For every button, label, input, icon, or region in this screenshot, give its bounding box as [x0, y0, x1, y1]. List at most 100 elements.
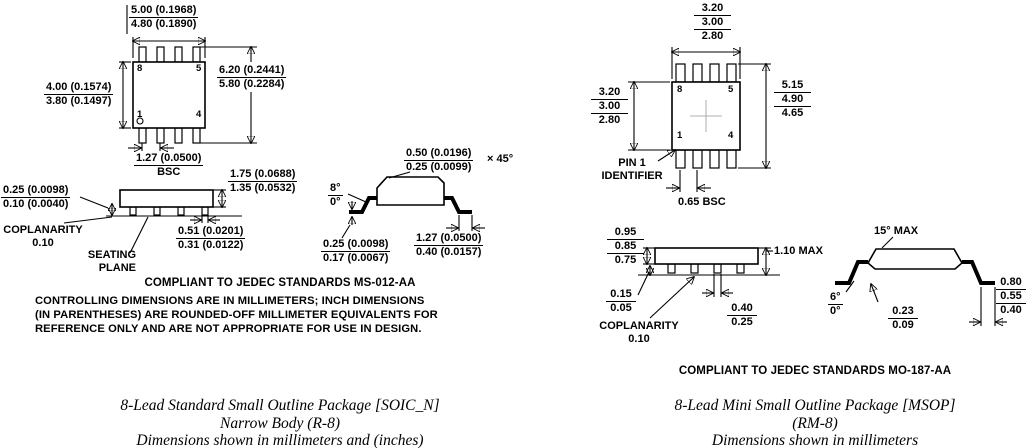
soic-compliance-note: COMPLIANT TO JEDEC STANDARDS MS-012-AA: [144, 277, 416, 289]
soic-pitch-dim: 1.27 (0.0500) BSC: [134, 152, 204, 178]
dim-value-mm: 0.17 (0.0067): [323, 252, 389, 264]
dim-value-mm: 0.09: [892, 319, 914, 331]
msop-lead-thickness-dim: 0.23 0.09: [888, 305, 918, 331]
soic-note-line-1: CONTROLLING DIMENSIONS ARE IN MILLIMETER…: [35, 295, 425, 307]
soic-caption-units: Dimensions shown in millimeters and (inc…: [136, 432, 424, 448]
dim-value-mm: 0.55: [996, 290, 1026, 304]
soic-lead-angle-dim: 8° 0°: [328, 182, 343, 208]
dim-value-mm: 1.27 (0.0500): [134, 152, 204, 166]
msop-end-view: [835, 236, 1007, 326]
dim-value-mm: 5.80 (0.2284): [219, 78, 285, 90]
dim-value-mm: 3.20: [591, 86, 628, 100]
dim-value-mm: 0.80: [996, 276, 1026, 290]
dim-value-mm: 0.10 (0.0040): [3, 198, 69, 210]
dim-value-mm: 4.90: [774, 93, 811, 107]
dim-value-mm: 0.25 (0.0098): [1, 184, 71, 198]
soic-lead-thickness-dim: 0.25 (0.0098) 0.17 (0.0067): [321, 238, 391, 264]
msop-body-width-dim: 3.20 3.00 2.80: [694, 2, 731, 42]
dim-value-mm: 0.05: [610, 302, 632, 314]
dim-angle: 0°: [330, 196, 341, 208]
soic-lead-width-dim: 0.51 (0.0201) 0.31 (0.0122): [176, 225, 246, 251]
soic-coplanarity-dim: 0.25 (0.0098) 0.10 (0.0040): [1, 184, 71, 210]
dim-value-mm: 0.50 (0.0196): [404, 147, 474, 161]
dim-value-mm: 0.75: [614, 254, 637, 266]
dim-value-mm: 3.00: [694, 16, 731, 30]
soic-pin8-label: 8: [137, 63, 143, 74]
msop-lead-width-dim: 0.40 0.25: [727, 302, 757, 328]
msop-body-thickness-dim: 0.95 0.85 0.75: [607, 226, 644, 266]
msop-pin1-identifier-label: PIN 1 IDENTIFIER: [600, 157, 664, 183]
coplanarity-text: COPLANARITY: [3, 224, 83, 236]
coplanarity-value: 0.10: [32, 237, 54, 249]
msop-height-max-dim: 1.10 MAX: [774, 245, 823, 257]
msop-caption-units: Dimensions shown in millimeters: [711, 432, 919, 448]
soic-end-view: [341, 171, 485, 239]
dim-value-mm: 2.80: [598, 114, 621, 126]
msop-pin1-label: 1: [677, 130, 683, 141]
soic-caption-body: Narrow Body (R-8): [220, 415, 340, 432]
dim-value-mm: 0.23: [888, 305, 918, 319]
msop-top-view: [628, 47, 771, 192]
dim-value-mm: 2.80: [701, 30, 724, 42]
msop-compliance-note: COMPLIANT TO JEDEC STANDARDS MO-187-AA: [678, 365, 952, 377]
soic-seating-plane-label: SEATING PLANE: [78, 249, 136, 275]
soic-body-height-dim: 4.00 (0.1574) 3.80 (0.1497): [44, 81, 114, 107]
dim-value-mm: 4.65: [781, 107, 804, 119]
soic-pin1-label: 1: [137, 109, 143, 120]
dim-value-mm: 1.35 (0.0532): [230, 182, 296, 194]
soic-top-view: [119, 5, 257, 151]
msop-caption-body: (RM-8): [792, 415, 838, 432]
dim-angle: 0°: [830, 305, 841, 317]
dim-value-mm: 0.85: [607, 240, 644, 254]
soic-note-line-2: (IN PARENTHESES) ARE ROUNDED-OFF MILLIME…: [35, 309, 438, 321]
msop-lead-angle-dim: 6° 0°: [828, 291, 843, 317]
dim-value-mm: 4.80 (0.1890): [131, 18, 197, 30]
dim-bsc: BSC: [157, 166, 181, 178]
soic-pin1-dot: [136, 117, 144, 125]
msop-standoff-dim: 0.15 0.05: [606, 288, 636, 314]
soic-note-line-3: REFERENCE ONLY AND ARE NOT APPROPRIATE F…: [35, 323, 422, 335]
dim-value-mm: 3.80 (0.1497): [46, 95, 112, 107]
msop-coplanarity-label: COPLANARITY 0.10: [594, 320, 684, 346]
dim-value-mm: 1.75 (0.0688): [228, 168, 298, 182]
msop-caption-title: 8-Lead Mini Small Outline Package [MSOP]: [674, 397, 956, 414]
soic-pin4-label: 4: [196, 109, 202, 120]
seating-plane-text: PLANE: [98, 262, 136, 274]
dim-value-mm: 0.31 (0.0122): [178, 239, 244, 251]
dim-value-mm: 6.20 (0.2441): [217, 64, 287, 78]
dim-value-mm: 3.00: [591, 100, 628, 114]
dim-value-mm: 0.15: [606, 288, 636, 302]
dim-value-mm: 5.00 (0.1968): [129, 4, 199, 18]
pin1-identifier-text: PIN 1: [618, 157, 646, 169]
pin1-identifier-text: IDENTIFIER: [601, 170, 663, 182]
msop-pin8-label: 8: [677, 84, 683, 95]
dim-angle: 6°: [828, 291, 843, 305]
msop-body-height-dim: 3.20 3.00 2.80: [591, 86, 628, 126]
dim-angle: 8°: [328, 182, 343, 196]
soic-profile-height-dim: 1.75 (0.0688) 1.35 (0.0532): [228, 168, 298, 194]
soic-caption-title: 8-Lead Standard Small Outline Package [S…: [120, 397, 440, 414]
msop-pin4-label: 4: [728, 130, 734, 141]
dim-value-mm: 0.51 (0.0201): [176, 225, 246, 239]
msop-lead-span-dim: 5.15 4.90 4.65: [774, 79, 811, 119]
soic-foot-length-dim: 1.27 (0.0500) 0.40 (0.0157): [414, 232, 484, 258]
soic-chamfer-angle-label: × 45°: [487, 153, 514, 165]
dim-value-mm: 1.27 (0.0500): [414, 232, 484, 246]
dim-value-mm: 3.20: [694, 2, 731, 16]
dim-value-mm: 5.15: [774, 79, 811, 93]
msop-foot-length-dim: 0.80 0.55 0.40: [996, 276, 1026, 316]
dim-value-mm: 0.40 (0.0157): [416, 246, 482, 258]
seating-plane-text: SEATING: [87, 249, 136, 261]
coplanarity-text: COPLANARITY: [599, 320, 679, 332]
soic-coplanarity-label: COPLANARITY 0.10: [0, 224, 86, 250]
dim-value-mm: 0.25: [731, 316, 753, 328]
dim-value-mm: 0.40: [727, 302, 757, 316]
soic-chamfer-dim: 0.50 (0.0196) 0.25 (0.0099): [404, 147, 474, 173]
dim-value-mm: 0.25 (0.0098): [321, 238, 391, 252]
dim-value-mm: 0.40: [1000, 304, 1022, 316]
dim-value-mm: 0.25 (0.0099): [406, 161, 472, 173]
coplanarity-value: 0.10: [628, 333, 650, 345]
soic-side-view: [63, 189, 242, 254]
